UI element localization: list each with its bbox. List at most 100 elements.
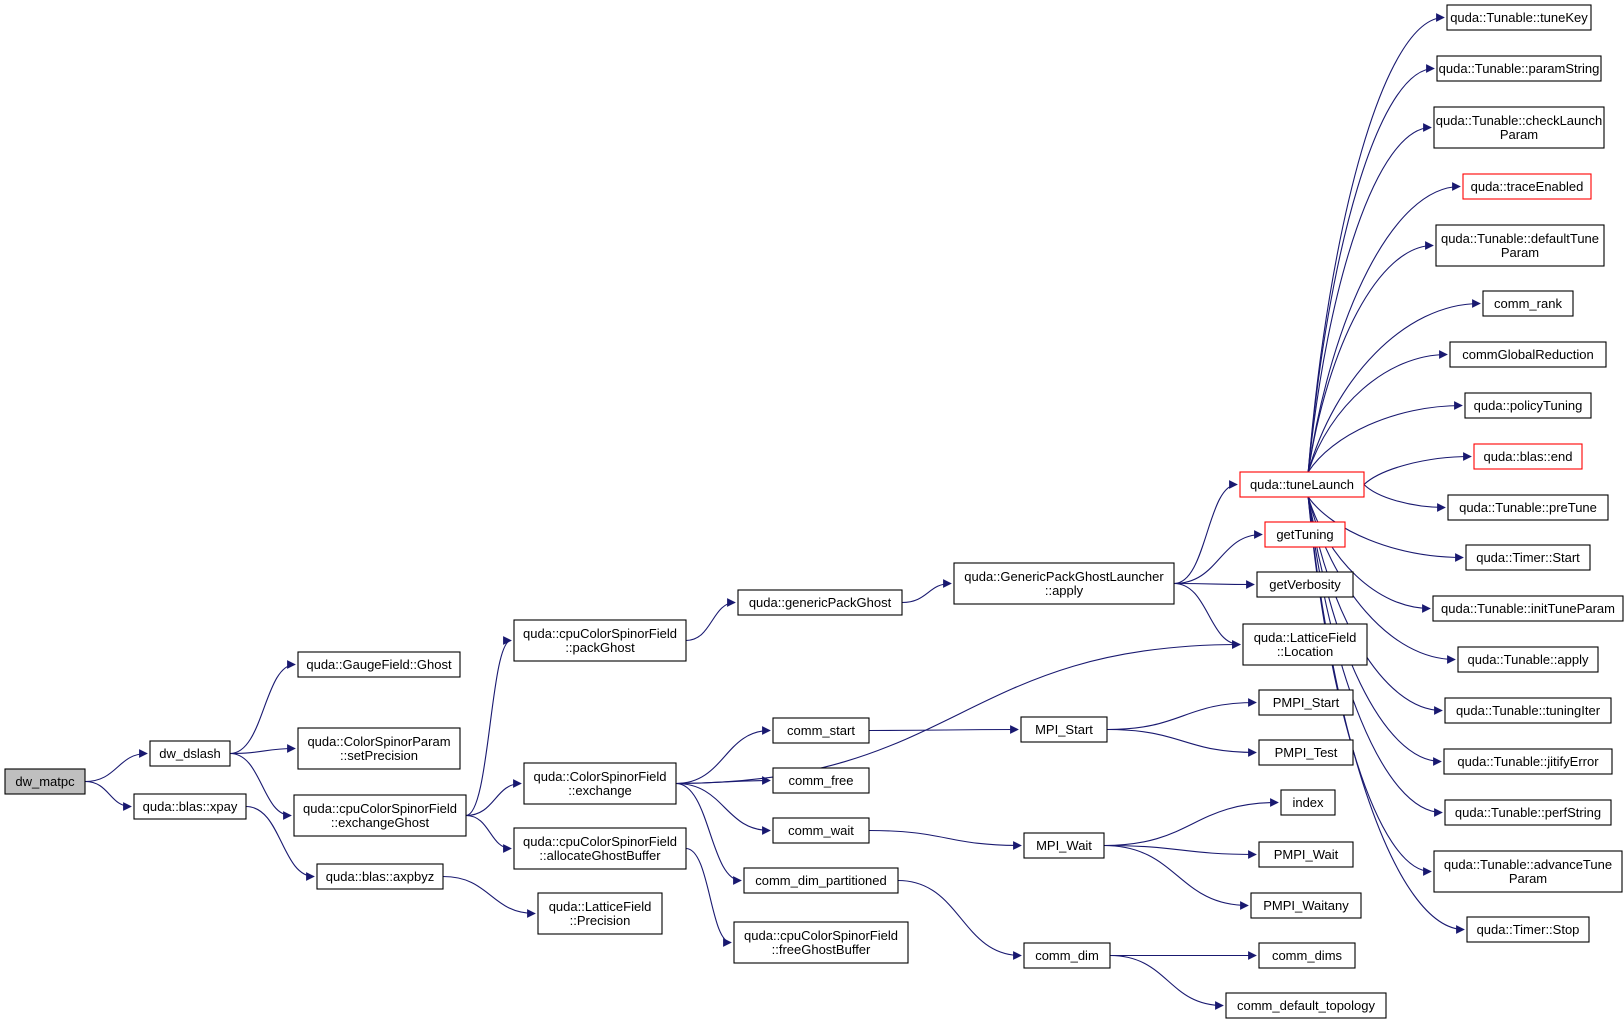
node-gettuning[interactable]: getTuning [1264,521,1346,548]
node-box[interactable] [772,717,870,744]
node-box[interactable] [297,651,461,678]
node-box[interactable] [743,867,899,894]
node-box[interactable] [1258,739,1354,766]
node-box[interactable] [1443,748,1613,775]
node-genericpackghost[interactable]: quda::genericPackGhost [737,589,903,616]
node-latticefield-precision[interactable]: quda::LatticeField::Precision [537,892,663,935]
node-blas-xpay[interactable]: quda::blas::xpay [133,793,247,820]
node-box[interactable] [4,768,86,795]
node-cpu-exchangeghost[interactable]: quda::cpuColorSpinorField::exchangeGhost [293,794,467,837]
node-box[interactable] [523,762,677,805]
node-box[interactable] [1258,942,1356,969]
node-blas-end[interactable]: quda::blas::end [1473,443,1583,470]
node-tunable-paramstring[interactable]: quda::Tunable::paramString [1436,55,1602,82]
node-cpu-freeghostbuffer[interactable]: quda::cpuColorSpinorField::freeGhostBuff… [733,921,909,964]
node-box[interactable] [1242,623,1368,666]
node-gpgl-apply[interactable]: quda::GenericPackGhostLauncher::apply [953,562,1175,605]
node-tunelaunch[interactable]: quda::tuneLaunch [1239,471,1365,498]
node-comm-free[interactable]: comm_free [772,767,870,794]
node-box[interactable] [1444,697,1612,724]
node-box[interactable] [737,589,903,616]
node-pmpi-wait[interactable]: PMPI_Wait [1258,841,1354,868]
node-box[interactable] [1473,443,1583,470]
node-box[interactable] [1449,341,1607,368]
node-box[interactable] [1023,942,1111,969]
node-tunable-apply[interactable]: quda::Tunable::apply [1457,646,1599,673]
node-tunable-tuningiter[interactable]: quda::Tunable::tuningIter [1444,697,1612,724]
node-box[interactable] [1264,521,1346,548]
node-box[interactable] [513,827,687,870]
node-tunable-inittuneparam[interactable]: quda::Tunable::initTuneParam [1432,595,1624,622]
node-box[interactable] [1256,571,1354,598]
node-box[interactable] [1444,799,1612,826]
node-latticefield-location[interactable]: quda::LatticeField::Location [1242,623,1368,666]
node-traceenabled[interactable]: quda::traceEnabled [1462,173,1592,200]
node-box[interactable] [733,921,909,964]
node-box[interactable] [293,794,467,837]
node-box[interactable] [1435,224,1605,267]
node-box[interactable] [316,863,444,890]
node-colorspinorparam-setprecision[interactable]: quda::ColorSpinorParam::setPrecision [297,727,461,770]
node-box[interactable] [772,817,870,844]
node-dw-matpc[interactable]: dw_matpc [4,768,86,795]
node-box[interactable] [537,892,663,935]
node-timer-start[interactable]: quda::Timer::Start [1465,544,1591,571]
node-box[interactable] [297,727,461,770]
node-tunable-pretune[interactable]: quda::Tunable::preTune [1447,494,1609,521]
node-policytuning[interactable]: quda::policyTuning [1464,392,1592,419]
node-blas-axpbyz[interactable]: quda::blas::axpbyz [316,863,444,890]
node-cpu-packghost[interactable]: quda::cpuColorSpinorField::packGhost [513,619,687,662]
node-box[interactable] [1258,841,1354,868]
node-getverbosity[interactable]: getVerbosity [1256,571,1354,598]
node-box[interactable] [1446,4,1592,31]
node-tunable-jitifyerror[interactable]: quda::Tunable::jitifyError [1443,748,1613,775]
node-box[interactable] [149,740,231,767]
node-cpu-allocateghostbuffer[interactable]: quda::cpuColorSpinorField::allocateGhost… [513,827,687,870]
node-box[interactable] [1447,494,1609,521]
node-comm-dims[interactable]: comm_dims [1258,942,1356,969]
node-pmpi-start[interactable]: PMPI_Start [1258,689,1354,716]
node-comm-dim[interactable]: comm_dim [1023,942,1111,969]
node-tunable-perfstring[interactable]: quda::Tunable::perfString [1444,799,1612,826]
node-comm-default-topology[interactable]: comm_default_topology [1225,992,1387,1019]
node-box[interactable] [1250,892,1362,919]
node-box[interactable] [1280,789,1336,816]
node-pmpi-test[interactable]: PMPI_Test [1258,739,1354,766]
node-csf-exchange[interactable]: quda::ColorSpinorField::exchange [523,762,677,805]
node-tunable-tunekey[interactable]: quda::Tunable::tuneKey [1446,4,1592,31]
node-box[interactable] [513,619,687,662]
node-box[interactable] [953,562,1175,605]
node-pmpi-waitany[interactable]: PMPI_Waitany [1250,892,1362,919]
node-box[interactable] [1020,716,1108,743]
node-index[interactable]: index [1280,789,1336,816]
node-box[interactable] [1457,646,1599,673]
node-box[interactable] [1433,850,1623,893]
node-box[interactable] [1466,916,1590,943]
node-box[interactable] [1258,689,1354,716]
node-box[interactable] [1462,173,1592,200]
node-box[interactable] [1023,832,1105,859]
node-mpi-start[interactable]: MPI_Start [1020,716,1108,743]
node-dw-dslash[interactable]: dw_dslash [149,740,231,767]
node-comm-dim-partitioned[interactable]: comm_dim_partitioned [743,867,899,894]
node-commglobalreduction[interactable]: commGlobalReduction [1449,341,1607,368]
node-box[interactable] [1239,471,1365,498]
node-box[interactable] [1464,392,1592,419]
node-box[interactable] [1465,544,1591,571]
node-box[interactable] [1225,992,1387,1019]
node-box[interactable] [1432,595,1624,622]
node-box[interactable] [1436,55,1602,82]
node-comm-wait[interactable]: comm_wait [772,817,870,844]
node-gaugefield-ghost[interactable]: quda::GaugeField::Ghost [297,651,461,678]
node-comm-rank[interactable]: comm_rank [1482,290,1574,317]
node-box[interactable] [133,793,247,820]
node-box[interactable] [1433,106,1605,149]
node-timer-stop[interactable]: quda::Timer::Stop [1466,916,1590,943]
node-comm-start[interactable]: comm_start [772,717,870,744]
node-mpi-wait[interactable]: MPI_Wait [1023,832,1105,859]
node-box[interactable] [1482,290,1574,317]
node-box[interactable] [772,767,870,794]
